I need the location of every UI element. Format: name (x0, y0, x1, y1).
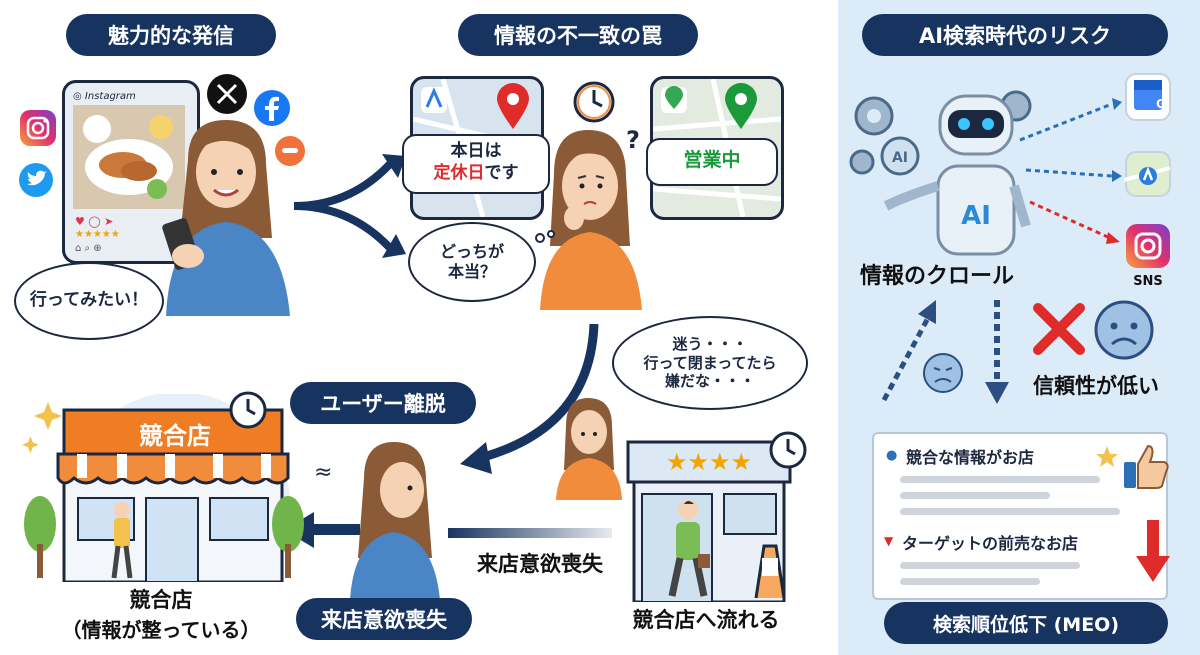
competitor-clock-icon (229, 391, 267, 429)
like-icons: ♥ ◯ ➤ (75, 215, 114, 228)
result-good-store: 競合な情報がお店 (906, 448, 1035, 467)
placeholder-line (900, 562, 1080, 569)
apple-maps-icon (1124, 151, 1171, 197)
walking-man (668, 500, 710, 597)
twitter-icon (19, 163, 53, 197)
a-board-sign (754, 544, 786, 599)
speech-want-to-go: 行ってみたい！ (14, 262, 164, 340)
sad-face-small-icon (923, 353, 963, 393)
title-attractive-posting: 魅力的な発信 (66, 14, 276, 56)
instagram-sns-icon (1126, 224, 1170, 268)
food-photo (73, 105, 185, 209)
instagram-wordmark: ◎ Instagram (73, 91, 136, 102)
placeholder-line (900, 508, 1120, 515)
rating-stars: ★★★★★ (75, 229, 120, 240)
motion-lines: ≈ (314, 460, 333, 485)
ai-robot: AI AI (849, 90, 1032, 256)
result-target-store: ターゲットの前売なお店 (902, 534, 1079, 553)
google-business-icon: G (1125, 73, 1171, 121)
sns-label: SNS (1133, 274, 1163, 289)
thought-line1: どっちが (439, 242, 504, 261)
crawl-dotted-arrows (1019, 98, 1122, 244)
red-map-pin-icon (497, 83, 529, 129)
x-icon (207, 74, 247, 114)
hesitant-line2: 行って閉まってたら (643, 353, 777, 372)
store-clock-icon (769, 431, 807, 469)
clock-icon (573, 81, 615, 123)
user-lost-desire-pill: 来店意欲喪失 (296, 598, 472, 640)
thought-dots (535, 230, 555, 243)
closed-today-bubble: 本日は 定休日です (402, 134, 550, 194)
woman-confused (540, 130, 642, 310)
thought-hesitant: 迷う・・・行って閉まってたら嫌だな・・・ (612, 316, 808, 410)
woman-turning-away (350, 442, 440, 600)
ranking-drop-pill: 検索順位低下 (MEO) (884, 602, 1168, 644)
svg-text:★★★★: ★★★★ (666, 448, 752, 476)
red-x-icon (1033, 303, 1085, 355)
red-triangle-icon: ▼ (884, 534, 894, 548)
competitor-sign-text: 競合店 (139, 422, 211, 450)
placeholder-line (900, 578, 1040, 585)
low-trust-label: 信頼性が低い (1033, 374, 1159, 398)
woman-worried-small (556, 398, 622, 500)
gold-star-icon (1096, 446, 1118, 467)
green-map-pin-icon (725, 83, 757, 129)
competitor-store (22, 394, 304, 582)
competitor-caption-1: 競合店 (129, 588, 193, 612)
dotted-down-arrow (985, 300, 1009, 404)
svg-text:G: G (1156, 97, 1166, 111)
lost-desire-label: 来店意欲喪失 (477, 552, 603, 576)
closed-line2: 定休日です (404, 162, 548, 184)
crawl-label: 情報のクロール (860, 264, 1015, 289)
open-now-bubble: 営業中 (646, 138, 778, 186)
blue-dot-icon: ● (886, 448, 898, 463)
title-info-mismatch-trap: 情報の不一致の罠 (458, 14, 698, 56)
search-results-box (872, 432, 1168, 600)
flow-arrow-to-dropoff (460, 323, 599, 474)
closed-day-red: 定休日 (433, 163, 485, 184)
question-mark-icon: ? (626, 126, 640, 154)
title-ai-search-risk: AI検索時代のリスク (862, 14, 1168, 56)
dotted-up-arrow (881, 300, 936, 402)
woman-smiling-with-phone (162, 120, 290, 316)
placeholder-line (900, 476, 1100, 483)
closed-line1: 本日は (450, 141, 502, 161)
gmap-background (653, 79, 781, 217)
placeholder-line (900, 492, 1050, 499)
chat-bubble-icon (275, 136, 305, 166)
closed-line2-tail: です (484, 163, 519, 184)
hesitant-line1: 迷う・・・ (672, 334, 748, 353)
competitor-caption-2: （情報が整っている） (61, 618, 261, 642)
thought-which-is-true: どっちが本当？ (408, 222, 536, 302)
hesitant-line3: 嫌だな・・・ (664, 372, 755, 391)
flows-to-competitor-label: 競合店へ流れる (632, 608, 780, 632)
instagram-icon (20, 110, 56, 146)
thought-line2: 本当？ (447, 262, 496, 281)
red-down-arrow-icon (1136, 520, 1170, 582)
svg-text:AI: AI (892, 150, 908, 166)
title-user-dropoff: ユーザー離脱 (290, 382, 476, 424)
branch-arrows (293, 154, 406, 258)
lost-desire-arrow (448, 528, 612, 538)
svg-text:AI: AI (961, 201, 991, 231)
facebook-icon (254, 90, 290, 126)
thumbs-up-icon (1124, 444, 1169, 489)
phone-nav-icons: ⌂ ⌕ ⊕ (75, 243, 102, 254)
sad-face-icon (1094, 300, 1154, 360)
